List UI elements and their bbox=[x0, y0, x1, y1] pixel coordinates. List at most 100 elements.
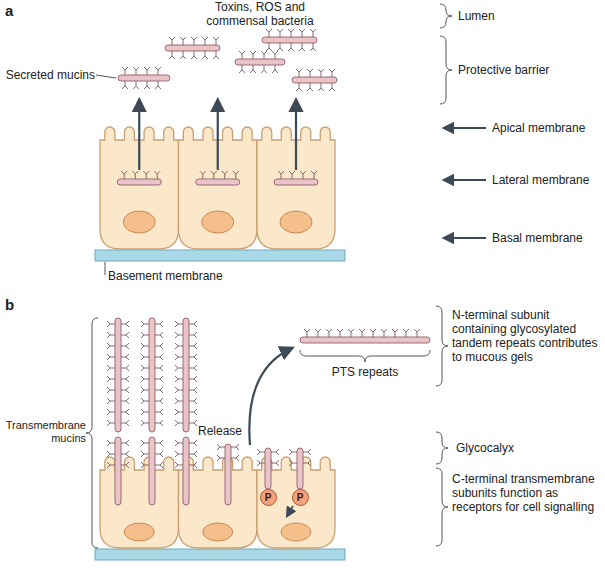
lumen-contents-label: Toxins, ROS and commensal bacteria bbox=[190, 0, 330, 28]
glycan-branch bbox=[211, 171, 217, 179]
glycan-branch bbox=[107, 354, 129, 360]
glycan-branch bbox=[213, 51, 219, 59]
mucin-rod bbox=[165, 45, 220, 51]
bracket bbox=[436, 468, 448, 546]
glycan-branch bbox=[133, 67, 139, 75]
glycan-branch bbox=[359, 329, 365, 337]
glycan-branch bbox=[175, 332, 197, 338]
glycan-branch bbox=[315, 329, 321, 337]
glycan-branch bbox=[191, 37, 197, 45]
glycan-branch bbox=[304, 329, 310, 337]
mucin-rod bbox=[149, 318, 155, 432]
cell-nucleus bbox=[203, 523, 233, 541]
glycan-branch bbox=[329, 83, 335, 91]
braces-and-arrows bbox=[86, 4, 486, 548]
phosphate-circle: P bbox=[260, 489, 277, 506]
region-label-text: C-terminal transmembrane subunits functi… bbox=[452, 472, 595, 514]
glycan-branch bbox=[277, 29, 283, 37]
glycan-branch bbox=[175, 409, 197, 415]
glycan-branch bbox=[175, 387, 197, 393]
glycan-branch bbox=[154, 171, 160, 179]
glycan-branch bbox=[122, 81, 128, 89]
glycan-branch bbox=[277, 43, 283, 51]
arrow bbox=[217, 100, 219, 170]
arrow bbox=[444, 127, 486, 129]
region-label: Glycocalyx bbox=[456, 441, 556, 455]
lumen-contents-label-text: Toxins, ROS and commensal bacteria bbox=[206, 0, 313, 28]
region-label-text: Lumen bbox=[458, 9, 495, 23]
mucin-rod bbox=[292, 77, 337, 83]
process-label: Release bbox=[196, 424, 242, 438]
mucin-rod bbox=[115, 318, 121, 432]
glycan-branch bbox=[272, 51, 278, 59]
glycan-branch bbox=[289, 449, 311, 455]
glycan-branch bbox=[261, 65, 267, 73]
region-label-text: Protective barrier bbox=[458, 63, 549, 77]
glycan-branch bbox=[107, 387, 129, 393]
mucin-molecules bbox=[107, 29, 430, 505]
glycan-branch bbox=[257, 460, 279, 466]
glycan-branch bbox=[175, 440, 197, 446]
mucin-rod bbox=[262, 37, 317, 43]
mucin-rod bbox=[118, 75, 170, 81]
glycan-branch bbox=[257, 449, 279, 455]
glycan-branch bbox=[141, 440, 163, 446]
glycan-branch bbox=[141, 420, 163, 426]
glycan-branch bbox=[141, 354, 163, 360]
glycan-branch bbox=[278, 171, 284, 179]
membrane-label-text: Apical membrane bbox=[492, 121, 585, 135]
glycan-branch bbox=[180, 37, 186, 45]
glycan-branch bbox=[107, 343, 129, 349]
glycan-branch bbox=[175, 398, 197, 404]
glycan-branch bbox=[250, 65, 256, 73]
glycan-branch bbox=[180, 51, 186, 59]
cell-nucleus bbox=[281, 523, 311, 541]
epithelial-cells bbox=[100, 127, 335, 548]
glycan-branch bbox=[310, 29, 316, 37]
glycan-branch bbox=[141, 409, 163, 415]
glycan-branch bbox=[370, 329, 376, 337]
glycan-branch bbox=[266, 29, 272, 37]
glycan-branch bbox=[381, 329, 387, 337]
glycan-branch bbox=[144, 81, 150, 89]
glycan-branch bbox=[239, 51, 245, 59]
glycan-branch bbox=[202, 51, 208, 59]
glycan-branch bbox=[300, 171, 306, 179]
glycan-branch bbox=[414, 329, 420, 337]
glycan-branch bbox=[217, 455, 239, 461]
glycan-branch bbox=[107, 462, 129, 468]
glycan-branch bbox=[288, 29, 294, 37]
glycan-branch bbox=[326, 329, 332, 337]
arrow bbox=[444, 237, 486, 239]
glycan-branch bbox=[107, 451, 129, 457]
glycan-branch bbox=[175, 420, 197, 426]
glycan-branch bbox=[296, 69, 302, 77]
glycan-branch bbox=[175, 321, 197, 327]
panel-letter: a bbox=[5, 2, 25, 20]
glycan-branch bbox=[141, 462, 163, 468]
mucin-rod bbox=[149, 437, 155, 505]
glycan-branch bbox=[289, 460, 311, 466]
glycan-branch bbox=[107, 365, 129, 371]
glycan-branch bbox=[191, 51, 197, 59]
mucin-rod bbox=[265, 448, 271, 489]
phosphate-symbol: P bbox=[297, 492, 304, 503]
glycan-branch bbox=[141, 343, 163, 349]
glycan-branch bbox=[299, 43, 305, 51]
glycan-branch bbox=[175, 365, 197, 371]
region-label-text: Transmembrane mucins bbox=[6, 419, 86, 444]
membrane-label: Apical membrane bbox=[492, 121, 602, 135]
bracket bbox=[436, 432, 448, 464]
leader-line bbox=[105, 262, 106, 275]
glycan-branch bbox=[107, 440, 129, 446]
panel-letter-text: b bbox=[5, 296, 14, 313]
glycan-branch bbox=[141, 451, 163, 457]
basement-membrane bbox=[95, 250, 345, 261]
glycan-branch bbox=[392, 329, 398, 337]
arrow bbox=[295, 100, 297, 170]
part-label: PTS repeats bbox=[320, 365, 410, 379]
glycan-branch bbox=[141, 365, 163, 371]
glycan-branch bbox=[133, 81, 139, 89]
glycan-branch bbox=[250, 51, 256, 59]
glycan-branch bbox=[272, 65, 278, 73]
